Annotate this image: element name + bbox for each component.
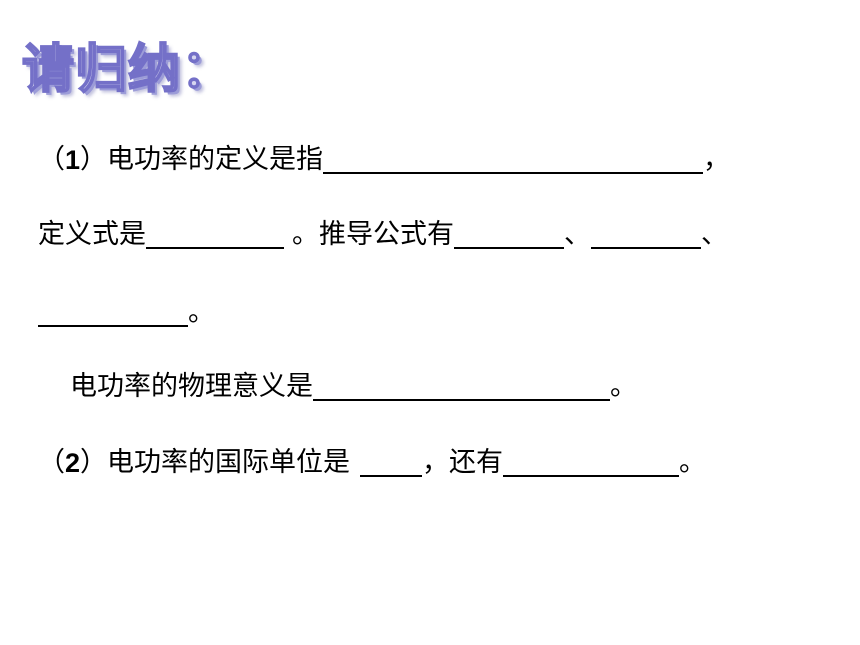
blank-physical-meaning[interactable]: [313, 371, 610, 401]
question-1-formula-continued: 。: [38, 296, 215, 330]
heading-summarize: 请归纳：: [21, 39, 235, 101]
separator: 、: [701, 219, 728, 250]
blank-definition[interactable]: [323, 144, 704, 174]
punctuation: 。: [679, 447, 707, 478]
separator: 、: [564, 219, 591, 250]
question-number: 2: [65, 448, 81, 478]
open-paren: （: [38, 447, 65, 478]
question-text: ，还有: [422, 447, 504, 478]
blank-derived-formula-2[interactable]: [591, 219, 701, 249]
blank-derived-formula-3[interactable]: [38, 297, 188, 327]
question-text: ）电功率的定义是指: [80, 144, 324, 175]
question-text: 电功率的物理意义是: [70, 371, 313, 402]
punctuation: 。: [610, 371, 637, 402]
blank-si-unit[interactable]: [360, 447, 423, 477]
punctuation: ，: [703, 144, 731, 175]
question-text: 。推导公式有: [292, 219, 454, 250]
blank-definition-formula[interactable]: [146, 219, 284, 249]
question-number: 1: [65, 145, 81, 175]
question-text: 定义式是: [38, 219, 146, 250]
punctuation: 。: [188, 297, 215, 328]
question-1-physical-meaning: 电功率的物理意义是 。: [70, 370, 637, 404]
question-1-definition: （1）电功率的定义是指 ，: [38, 143, 730, 177]
open-paren: （: [38, 144, 65, 175]
blank-derived-formula-1[interactable]: [454, 219, 564, 249]
question-2-units: （2）电功率的国际单位是 ，还有 。: [38, 446, 706, 480]
blank-other-units[interactable]: [503, 447, 680, 477]
question-1-formulas: 定义式是 。推导公式有 、 、: [38, 218, 728, 252]
question-text: ）电功率的国际单位是: [80, 447, 351, 478]
